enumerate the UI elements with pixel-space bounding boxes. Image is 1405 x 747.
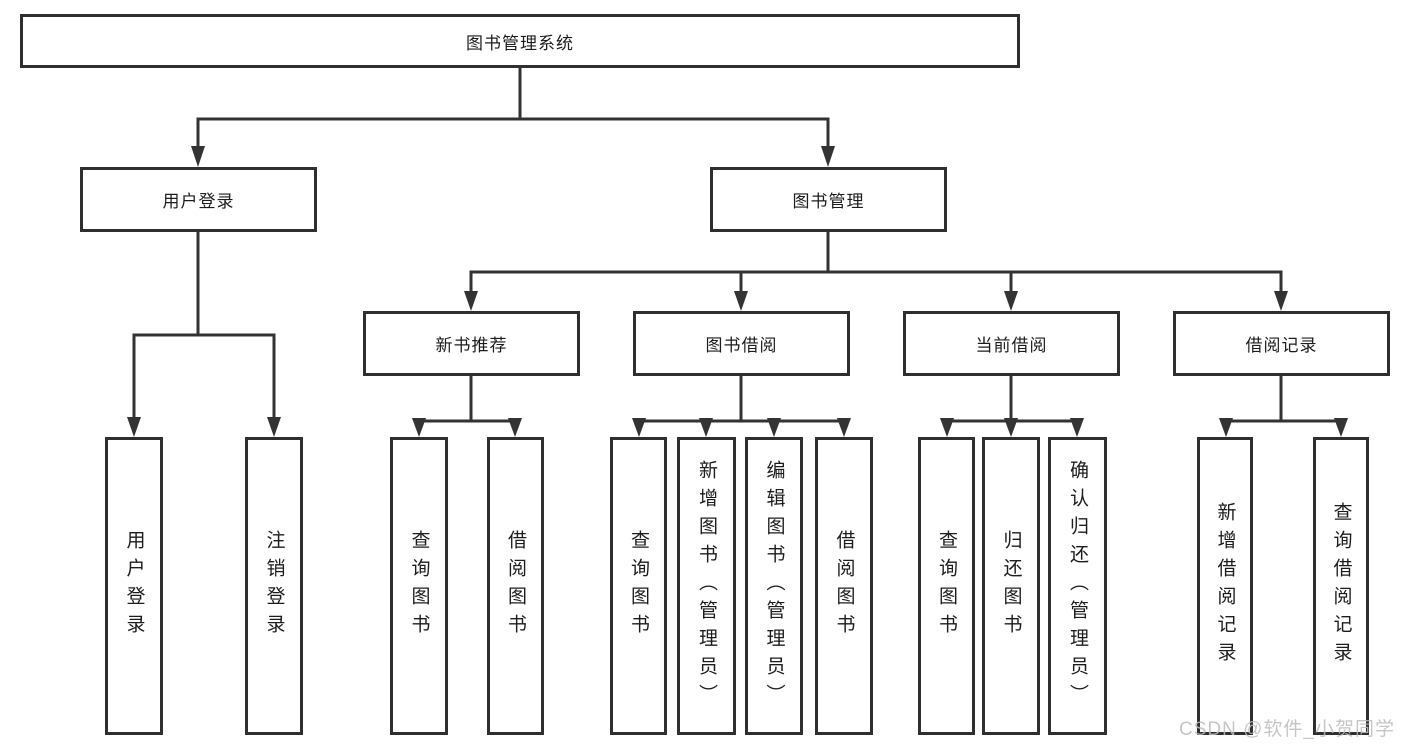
leaf-confirm-return-admin: 确认归还（管理员） xyxy=(1048,437,1107,735)
leaf-return-book: 归还图书 xyxy=(982,437,1040,735)
leaf-borrow-books: 借阅图书 xyxy=(815,437,873,735)
leaf-query-borrow-record: 查询借阅记录 xyxy=(1313,437,1369,735)
leaf-add-book-admin: 新增图书（管理员） xyxy=(677,437,736,735)
node-book-borrow: 图书借阅 xyxy=(633,311,850,376)
node-new-book-recommend: 新书推荐 xyxy=(363,311,580,376)
node-root: 图书管理系统 xyxy=(20,14,1020,68)
leaf-edit-book-admin: 编辑图书（管理员） xyxy=(745,437,803,735)
leaf-query-books-recommend: 查询图书 xyxy=(390,437,448,735)
node-current-borrow: 当前借阅 xyxy=(903,311,1120,376)
node-borrow-records: 借阅记录 xyxy=(1173,311,1390,376)
leaf-user-login: 用户登录 xyxy=(105,437,163,735)
leaf-query-books-current: 查询图书 xyxy=(918,437,975,735)
leaf-borrow-books-recommend: 借阅图书 xyxy=(487,437,544,735)
node-book-management: 图书管理 xyxy=(710,167,947,232)
node-user-login: 用户登录 xyxy=(80,167,317,232)
leaf-query-books-borrow: 查询图书 xyxy=(610,437,667,735)
leaf-add-borrow-record: 新增借阅记录 xyxy=(1197,437,1253,735)
leaf-logout: 注销登录 xyxy=(245,437,303,735)
